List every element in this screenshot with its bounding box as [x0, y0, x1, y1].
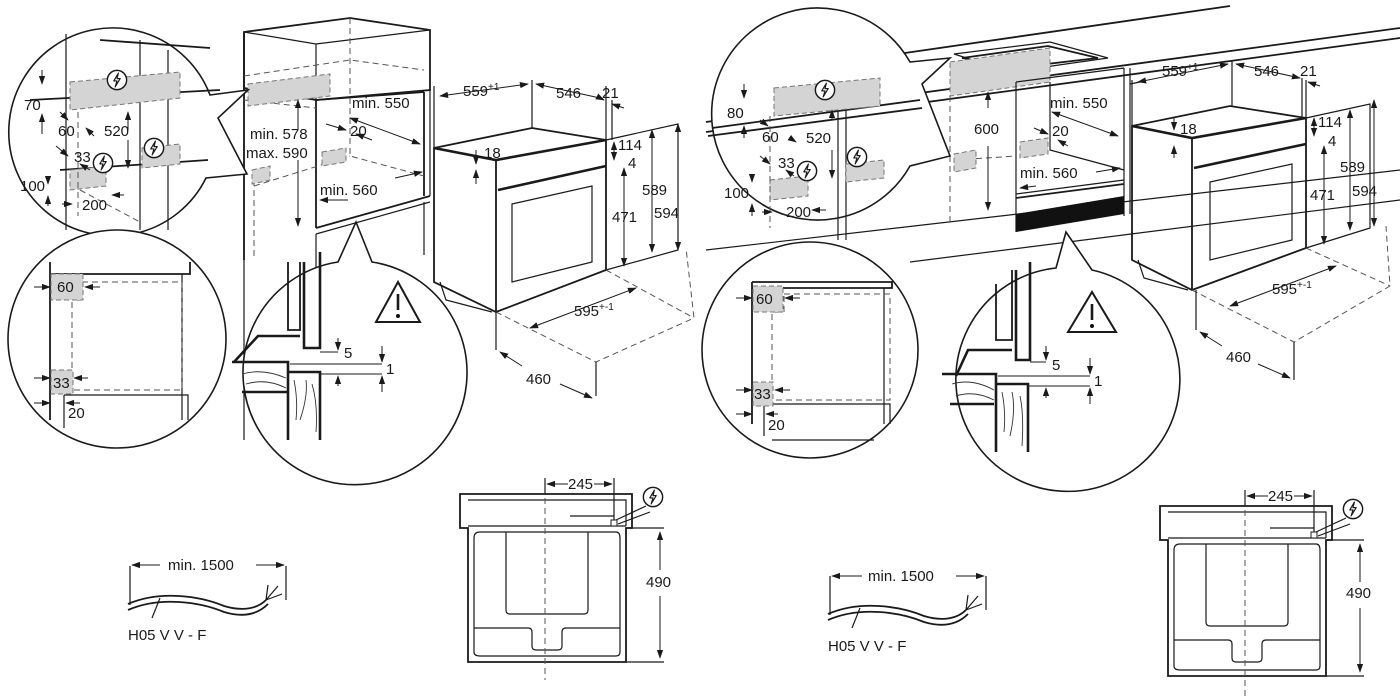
dim-33: 33: [754, 386, 771, 403]
power-icon: [846, 146, 868, 168]
dim-245: 245: [1268, 488, 1293, 505]
dim-594: 594: [1352, 183, 1377, 200]
dim-21: 21: [602, 85, 619, 102]
undercounter-installation: 600 min. 550 20 min. 560 80: [701, 5, 1400, 700]
power-cable: min. 1500 H05 V V - F: [827, 568, 987, 655]
dim-60: 60: [762, 129, 779, 146]
dim-546: 546: [556, 85, 581, 102]
dim-559: 559+1: [463, 82, 500, 100]
dim-5: 5: [344, 345, 352, 362]
dim-114: 114: [618, 137, 642, 154]
dim-60: 60: [58, 123, 75, 140]
dim-20: 20: [68, 405, 85, 422]
dim-245: 245: [568, 476, 593, 493]
rear-view: 245 490: [459, 476, 671, 680]
dim-33: 33: [778, 155, 795, 172]
cable-type: H05 V V - F: [828, 638, 906, 655]
dim-80: 80: [727, 105, 744, 122]
dim-200: 200: [82, 197, 107, 214]
dim-589: 589: [642, 182, 667, 199]
rear-view: 245 490: [1159, 488, 1371, 700]
dim-min550: min. 550: [352, 95, 410, 112]
side-clearance-detail: 60 33 20: [7, 229, 227, 449]
dim-595: 595+-1: [1272, 280, 1312, 298]
dim-20: 20: [350, 123, 367, 140]
dim-20: 20: [768, 417, 785, 434]
power-icon: [143, 137, 165, 159]
dim-min578: min. 578: [250, 126, 308, 143]
socket-detail: 80 60 520 33 100 200: [707, 7, 953, 240]
dim-490: 490: [646, 574, 671, 591]
dim-546: 546: [1254, 63, 1279, 80]
dim-1: 1: [1094, 373, 1102, 390]
dim-600: 600: [974, 121, 999, 138]
oven-dimensions: 559+1 546 21 18 114 4 471 589 594 595+-1…: [1131, 60, 1391, 380]
dim-min550: min. 550: [1050, 95, 1108, 112]
dim-18: 18: [1180, 121, 1197, 138]
gap-detail: 5 1: [942, 230, 1181, 493]
dim-589: 589: [1340, 159, 1365, 176]
dim-4: 4: [628, 155, 636, 172]
dim-5: 5: [1052, 357, 1060, 374]
dim-60: 60: [57, 279, 74, 296]
dim-100: 100: [724, 185, 749, 202]
power-icon: [814, 79, 836, 101]
dim-33: 33: [53, 375, 70, 392]
dim-114: 114: [1318, 114, 1342, 131]
cable-length: min. 1500: [868, 568, 934, 585]
oven-dimensions: 559+1 546 21 18 114 4 471 589 594 595+-1…: [433, 80, 695, 399]
dim-520: 520: [104, 123, 129, 140]
power-cable: min. 1500 H05 V V - F: [127, 557, 287, 644]
dim-60: 60: [756, 291, 773, 308]
dim-max590: max. 590: [246, 145, 308, 162]
dim-460: 460: [526, 371, 551, 388]
power-icon: [796, 160, 818, 182]
dim-20: 20: [1052, 123, 1069, 140]
dim-520: 520: [806, 130, 831, 147]
power-icon: [92, 152, 114, 174]
cable-length: min. 1500: [168, 557, 234, 574]
dim-490: 490: [1346, 585, 1371, 602]
power-icon: [642, 486, 664, 508]
dim-559: 559+1: [1162, 62, 1199, 80]
dim-200: 200: [786, 204, 811, 221]
dim-1: 1: [386, 361, 394, 378]
dim-100: 100: [20, 178, 45, 195]
gap-detail: 5 1: [232, 219, 468, 486]
dim-18: 18: [484, 145, 501, 162]
dim-33: 33: [74, 149, 91, 166]
power-icon: [1342, 498, 1364, 520]
dim-21: 21: [1300, 63, 1317, 80]
side-clearance-detail: 60 33 20: [701, 241, 919, 459]
dim-594: 594: [654, 205, 679, 222]
dim-595: 595+-1: [574, 302, 614, 320]
tall-cabinet: min. 578 max. 590 min. 550 20 min. 560: [243, 17, 431, 440]
dim-70: 70: [24, 97, 41, 114]
power-icon: [106, 69, 128, 91]
dim-471: 471: [1310, 187, 1335, 204]
dim-min560: min. 560: [1020, 165, 1078, 182]
socket-detail: 70 60 520 33 100 200: [7, 27, 251, 237]
dim-4: 4: [1328, 133, 1336, 150]
dim-471: 471: [612, 209, 637, 226]
dim-460: 460: [1226, 349, 1251, 366]
dim-min560: min. 560: [320, 182, 378, 199]
column-installation: min. 578 max. 590 min. 550 20 min. 560: [7, 17, 695, 680]
cable-type: H05 V V - F: [128, 627, 206, 644]
